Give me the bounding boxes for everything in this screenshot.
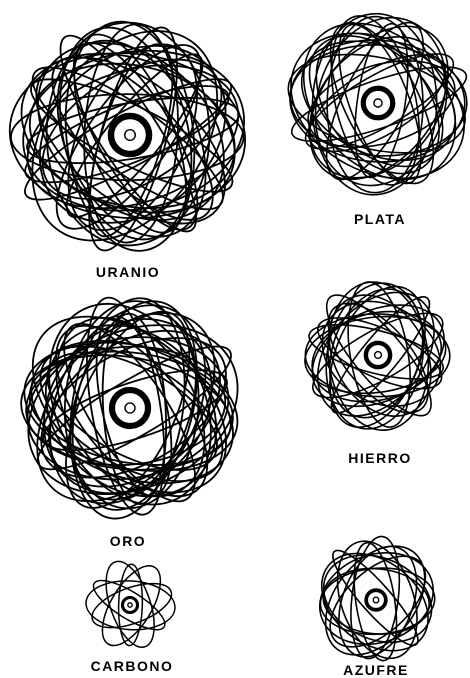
atom-plata <box>265 0 470 209</box>
oro-nucleus-core <box>114 392 145 423</box>
label-hierro: HIERRO <box>348 450 411 466</box>
label-azufre: AZUFRE <box>343 662 409 678</box>
hierro-nucleus-core <box>367 344 388 365</box>
azufre-nucleus <box>364 588 387 611</box>
atom-carbono <box>84 555 177 654</box>
label-uranio: URANIO <box>96 264 160 280</box>
plata-nucleus-core <box>365 90 391 116</box>
uranio-nucleus-core <box>113 118 146 151</box>
hierro-nucleus <box>364 341 393 370</box>
atom-hierro <box>294 270 460 441</box>
carbono-nucleus-core <box>123 598 136 611</box>
label-carbono: CARBONO <box>91 658 174 674</box>
atom-uranio <box>0 0 261 275</box>
atom-azufre <box>303 527 447 673</box>
carbono-nucleus <box>121 596 139 614</box>
label-plata: PLATA <box>354 211 406 227</box>
oro-nucleus <box>109 387 151 429</box>
uranio-nucleus <box>108 113 153 158</box>
plata-nucleus <box>361 86 396 121</box>
atom-oro <box>0 277 265 535</box>
azufre-nucleus-core <box>367 591 384 608</box>
label-oro: ORO <box>110 533 146 549</box>
